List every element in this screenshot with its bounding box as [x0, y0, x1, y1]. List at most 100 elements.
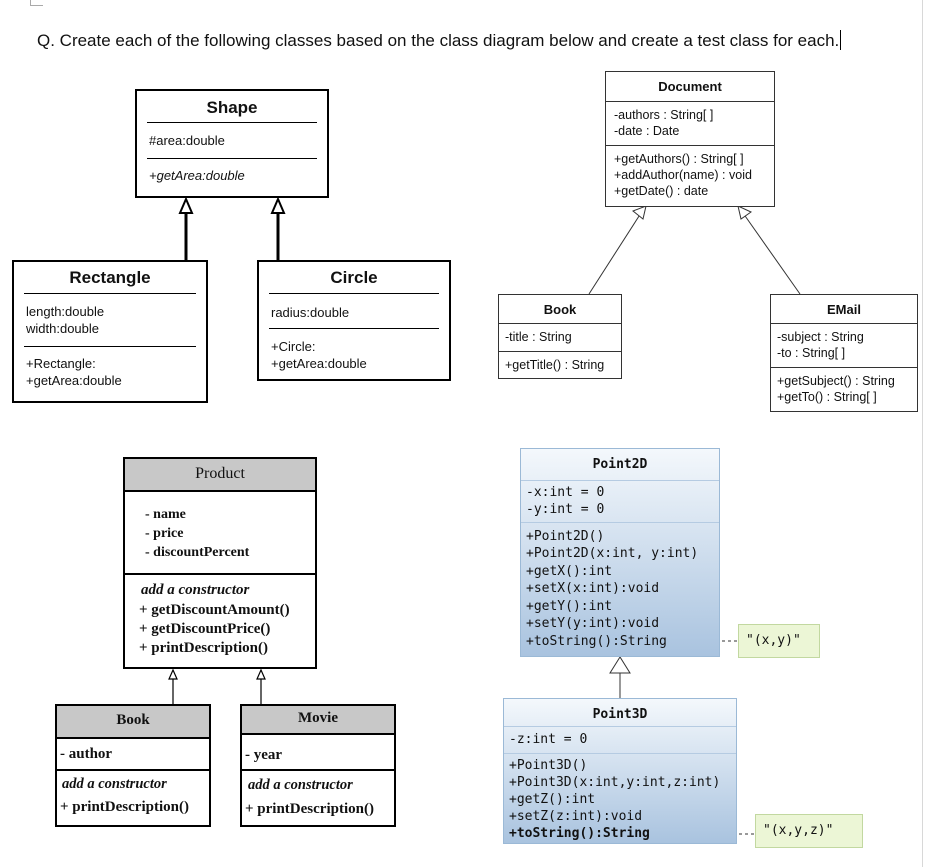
point2d-tostring-method: +toString():String	[526, 634, 667, 649]
product-book-class-box: Book - author add a constructor + printD…	[55, 704, 211, 827]
point3d-setz-method: +setZ(z:int):void	[509, 809, 643, 824]
point2d-tostring-note: "(x,y)"	[738, 624, 820, 658]
point3d-note-text: "(x,y,z)"	[763, 823, 834, 838]
point3d-attribute-z: -z:int = 0	[509, 732, 588, 747]
doc-book-attribute-title: -title : String	[505, 330, 572, 344]
circle-class-box: Circle radius:double +Circle: +getArea:d…	[257, 260, 451, 381]
point2d-gety-method: +getY():int	[526, 599, 613, 614]
product-class-box: Product - name - price - discountPercent…	[123, 457, 317, 669]
point2d-attribute-y: -y:int = 0	[526, 502, 605, 517]
product-getdiscountamount-method: + getDiscountAmount()	[139, 602, 290, 618]
doc-book-gettitle-method: +getTitle() : String	[505, 358, 605, 372]
movie-constructor-note: add a constructor	[248, 777, 353, 793]
point3d-separator-1	[504, 726, 736, 727]
email-getsubject-method: +getSubject() : String	[777, 374, 895, 388]
product-book-class-name: Book	[116, 712, 150, 728]
product-book-header: Book	[57, 706, 209, 739]
rectangle-class-name: Rectangle	[69, 268, 151, 287]
document-attribute-authors: -authors : String[ ]	[614, 108, 714, 122]
point2d-class-name: Point2D	[592, 457, 648, 472]
book-inheritance-arrowhead	[632, 205, 647, 220]
product-book-separator	[57, 769, 209, 771]
doc-book-separator-2	[499, 351, 621, 352]
email-getto-method: +getTo() : String[ ]	[777, 390, 877, 404]
book-inheritance-line	[588, 212, 642, 295]
movie-class-box: Movie - year add a constructor + printDe…	[240, 704, 396, 827]
rectangle-getarea-method: +getArea:double	[26, 373, 122, 388]
movie-class-name: Movie	[298, 710, 338, 726]
product-constructor-note: add a constructor	[141, 582, 250, 598]
point2d-default-constructor: +Point2D()	[526, 529, 605, 544]
email-separator-1	[771, 323, 917, 324]
product-header: Product	[125, 459, 315, 492]
product-attribute-name: - name	[145, 507, 186, 522]
movie-header: Movie	[242, 706, 394, 735]
shape-method: +getArea:double	[149, 168, 245, 183]
point2d-sety-method: +setY(y:int):void	[526, 616, 660, 631]
point3d-tostring-method: +toString():String	[509, 826, 650, 841]
product-separator	[125, 573, 315, 575]
question-text[interactable]: Q. Create each of the following classes …	[37, 30, 842, 51]
circle-constructor: +Circle:	[271, 339, 316, 354]
rectangle-separator-1	[24, 293, 196, 294]
circle-separator-1	[269, 293, 439, 294]
point2d-note-text: "(x,y)"	[746, 633, 801, 648]
point2d-constructor: +Point2D(x:int, y:int)	[526, 546, 699, 561]
product-class-name: Product	[195, 465, 245, 482]
point3d-getz-method: +getZ():int	[509, 792, 596, 807]
document-addauthor-method: +addAuthor(name) : void	[614, 168, 752, 182]
movie-printdescription-method: + printDescription()	[245, 801, 374, 817]
point2d-attribute-x: -x:int = 0	[526, 485, 605, 500]
rectangle-separator-2	[24, 346, 196, 347]
page-right-edge	[922, 0, 923, 867]
email-inheritance-line	[742, 212, 801, 295]
point2d-setx-method: +setX(x:int):void	[526, 581, 660, 596]
point3d-default-constructor: +Point3D()	[509, 758, 588, 773]
shape-separator-2	[147, 158, 317, 159]
point2d-getx-method: +getX():int	[526, 564, 613, 579]
product-getdiscountprice-method: + getDiscountPrice()	[139, 621, 271, 637]
rectangle-attribute-length: length:double	[26, 304, 105, 319]
point3d-class-name: Point3D	[592, 707, 648, 722]
product-book-attribute-author: - author	[60, 746, 113, 762]
product-attribute-price: - price	[145, 526, 184, 541]
shape-class-name: Shape	[206, 98, 258, 117]
document-class-box: Document -authors : String[ ] -date : Da…	[605, 71, 775, 207]
rectangle-attribute-width: width:double	[26, 321, 99, 336]
email-attribute-subject: -subject : String	[777, 330, 864, 344]
point2d-separator-2	[521, 522, 719, 523]
question-label: Q. Create each of the following classes …	[37, 31, 840, 50]
shape-attribute: #area:double	[149, 133, 225, 148]
document-separator-1	[606, 101, 774, 102]
email-class-box: EMail -subject : String -to : String[ ] …	[770, 294, 918, 412]
text-cursor	[840, 30, 842, 50]
document-attribute-date: -date : Date	[614, 124, 680, 138]
email-separator-2	[771, 367, 917, 368]
point3d-class-box: Point3D -z:int = 0 +Point3D() +Point3D(x…	[503, 698, 737, 844]
circle-attribute: radius:double	[271, 305, 350, 320]
doc-book-class-name: Book	[543, 302, 577, 317]
circle-separator-2	[269, 328, 439, 329]
product-book-constructor-note: add a constructor	[62, 776, 167, 792]
point2d-separator-1	[521, 480, 719, 481]
point2d-class-box: Point2D -x:int = 0 -y:int = 0 +Point2D()…	[520, 448, 720, 657]
doc-book-class-box: Book -title : String +getTitle() : Strin…	[498, 294, 622, 379]
document-class-name: Document	[658, 79, 722, 94]
shape-class-box: Shape #area:double +getArea:double	[135, 89, 329, 198]
product-book-printdescription-method: + printDescription()	[60, 799, 189, 815]
point3d-inheritance-arrowhead	[609, 656, 631, 674]
document-getauthors-method: +getAuthors() : String[ ]	[614, 152, 744, 166]
product-attribute-discount-percent: - discountPercent	[145, 545, 250, 560]
movie-attribute-year: - year	[245, 747, 283, 763]
circle-class-name: Circle	[330, 268, 378, 287]
rectangle-constructor: +Rectangle:	[26, 356, 96, 371]
doc-book-separator-1	[499, 323, 621, 324]
product-printdescription-method: + printDescription()	[139, 640, 268, 656]
page-corner-mark	[30, 0, 43, 6]
movie-separator	[242, 769, 394, 771]
email-attribute-to: -to : String[ ]	[777, 346, 846, 360]
document-separator-2	[606, 145, 774, 146]
